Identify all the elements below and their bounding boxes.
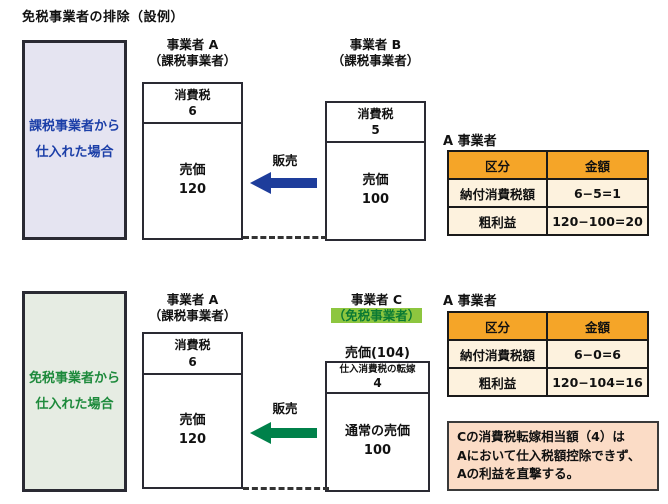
note-line: Aの利益を直撃する。 bbox=[457, 466, 580, 482]
cell-amount: 120−104=16 bbox=[546, 367, 649, 397]
dealer-b-box: 消費税 5 売価 100 bbox=[325, 101, 426, 241]
header-category: 区分 bbox=[447, 150, 548, 180]
case-label-line1: 課税事業者から bbox=[28, 119, 120, 134]
passon-value: 4 bbox=[373, 376, 382, 391]
table-caption-bottom: A 事業者 bbox=[443, 294, 497, 309]
price-value: 120 bbox=[178, 432, 207, 447]
dealer-a-title: 事業者 A bbox=[166, 37, 219, 52]
price-label: 通常の売価 bbox=[344, 424, 410, 440]
tax-value: 5 bbox=[371, 123, 380, 137]
dealer-c-passon-compartment: 仕入消費税の転嫁 4 bbox=[327, 363, 428, 394]
note-line: Cの消費税転嫁相当額（4）は bbox=[457, 428, 625, 444]
price-value: 120 bbox=[178, 182, 207, 197]
header-category: 区分 bbox=[447, 311, 548, 341]
cell-amount: 6−0=6 bbox=[546, 339, 649, 369]
arrow-head bbox=[250, 422, 271, 444]
dealer-a-top-heading: 事業者 A （課税事業者） bbox=[142, 37, 243, 68]
price-label: 売価 bbox=[179, 413, 206, 429]
header-amount: 金額 bbox=[546, 311, 649, 341]
cell-category: 粗利益 bbox=[447, 206, 548, 236]
price-value: 100 bbox=[363, 443, 392, 458]
case-box-taxable-supplier: 課税事業者から 仕入れた場合 bbox=[22, 40, 127, 240]
price-label: 売価 bbox=[362, 173, 389, 189]
note-line: Aにおいて仕入税額控除できず、 bbox=[457, 447, 641, 463]
table-caption-top: A 事業者 bbox=[443, 134, 497, 149]
note-box: Cの消費税転嫁相当額（4）は Aにおいて仕入税額控除できず、 Aの利益を直撃する… bbox=[447, 421, 659, 491]
tax-value: 6 bbox=[188, 354, 197, 369]
dealer-a-subtitle: （課税事業者） bbox=[148, 307, 237, 323]
case-label-line2: 仕入れた場合 bbox=[35, 145, 114, 160]
dealer-a-tax-compartment: 消費税 6 bbox=[144, 84, 241, 124]
table-header-row: 区分 金額 bbox=[447, 150, 649, 180]
page-title: 免税事業者の排除（設例） bbox=[22, 10, 185, 25]
tax-label: 消費税 bbox=[174, 87, 211, 102]
dealer-a-top-box: 消費税 6 売価 120 bbox=[142, 82, 243, 240]
arrow-head bbox=[250, 172, 271, 194]
dealer-b-heading: 事業者 B （課税事業者） bbox=[325, 37, 426, 68]
dealer-c-box: 仕入消費税の転嫁 4 通常の売価 100 bbox=[325, 361, 430, 492]
price-label: 売価 bbox=[179, 163, 206, 179]
dealer-b-title: 事業者 B bbox=[349, 37, 402, 52]
table-row: 粗利益 120−104=16 bbox=[447, 367, 649, 397]
dealer-b-price-compartment: 売価 100 bbox=[327, 143, 424, 239]
arrow-shaft bbox=[268, 178, 317, 188]
table-header-row: 区分 金額 bbox=[447, 311, 649, 341]
price-value: 100 bbox=[361, 192, 390, 207]
dealer-a-title: 事業者 A bbox=[166, 292, 219, 307]
cell-amount: 120−100=20 bbox=[546, 206, 649, 236]
cell-category: 粗利益 bbox=[447, 367, 548, 397]
sale-arrow-blue-icon bbox=[250, 172, 317, 194]
dashed-connector-bottom bbox=[243, 487, 329, 490]
cell-amount: 6−5=1 bbox=[546, 178, 649, 208]
sale-label-bottom: 販売 bbox=[272, 401, 298, 416]
case-label-line1: 免税事業者から bbox=[28, 370, 120, 386]
dealer-a-price-compartment: 売価 120 bbox=[144, 124, 241, 238]
case-label-line2: 仕入れた場合 bbox=[35, 396, 114, 412]
tax-label: 消費税 bbox=[357, 106, 394, 121]
result-table-top: 区分 金額 納付消費税額 6−5=1 粗利益 120−100=20 bbox=[447, 150, 649, 236]
table-row: 納付消費税額 6−5=1 bbox=[447, 178, 649, 208]
dealer-a-bottom-heading: 事業者 A （課税事業者） bbox=[142, 292, 243, 323]
cell-category: 納付消費税額 bbox=[447, 339, 548, 369]
tax-label: 消費税 bbox=[174, 338, 211, 353]
sale-arrow-green-icon bbox=[250, 422, 317, 444]
dashed-connector-top bbox=[243, 236, 327, 239]
tax-value: 6 bbox=[188, 104, 197, 118]
arrow-shaft bbox=[268, 428, 317, 438]
header-amount: 金額 bbox=[546, 150, 649, 180]
dealer-b-subtitle: （課税事業者） bbox=[331, 52, 420, 68]
dealer-c-total-price-label: 売価(104) bbox=[344, 346, 411, 361]
dealer-a-subtitle: （課税事業者） bbox=[148, 52, 237, 68]
dealer-c-title: 事業者 C bbox=[350, 292, 403, 307]
dealer-c-price-compartment: 通常の売価 100 bbox=[327, 394, 428, 490]
dealer-b-tax-compartment: 消費税 5 bbox=[327, 103, 424, 143]
table-row: 粗利益 120−100=20 bbox=[447, 206, 649, 236]
sale-label-top: 販売 bbox=[272, 153, 298, 168]
passon-label: 仕入消費税の転嫁 bbox=[339, 363, 416, 375]
table-row: 納付消費税額 6−0=6 bbox=[447, 339, 649, 369]
result-table-bottom: 区分 金額 納付消費税額 6−0=6 粗利益 120−104=16 bbox=[447, 311, 649, 397]
case-box-exempt-supplier: 免税事業者から 仕入れた場合 bbox=[22, 291, 127, 492]
dealer-a-tax-compartment: 消費税 6 bbox=[144, 334, 241, 375]
dealer-a-price-compartment: 売価 120 bbox=[144, 375, 241, 487]
dealer-c-subtitle-highlight: （免税事業者） bbox=[330, 307, 423, 324]
dealer-c-heading: 事業者 C （免税事業者） bbox=[323, 292, 430, 324]
dealer-a-bottom-box: 消費税 6 売価 120 bbox=[142, 332, 243, 489]
cell-category: 納付消費税額 bbox=[447, 178, 548, 208]
